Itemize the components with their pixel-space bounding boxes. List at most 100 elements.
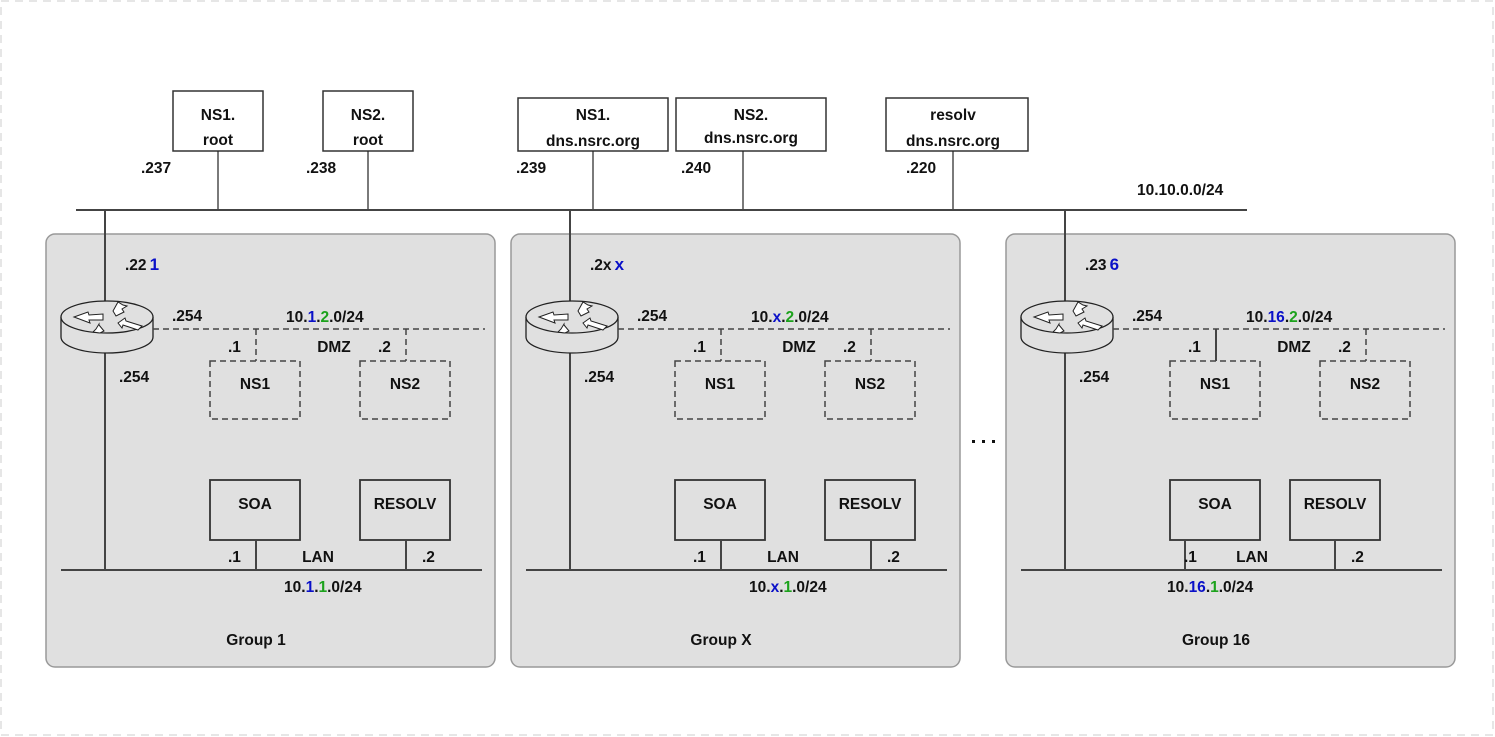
- dmz-host: NS2.2: [1319, 329, 1411, 420]
- dmz-label: DMZ: [782, 339, 816, 356]
- group-background: [1005, 233, 1456, 668]
- backbone-server: resolv dns.nsrc.org .220: [885, 97, 1029, 210]
- dmz-host-box[interactable]: [1319, 360, 1411, 420]
- backbone-server: NS1. dns.nsrc.org .239: [516, 97, 669, 210]
- router-icon[interactable]: [525, 300, 619, 354]
- group-name: Group X: [690, 632, 752, 649]
- net-suffix: .0/24: [1298, 309, 1333, 326]
- server-address: .237: [141, 160, 171, 177]
- net-suffix: .0/24: [327, 579, 362, 596]
- dmz-host-address: .1: [228, 339, 241, 356]
- lan-host-address: .2: [1351, 549, 1364, 566]
- uplink-prefix: .23: [1085, 257, 1107, 274]
- backbone-network-label: 10.10.0.0/24: [1137, 182, 1224, 199]
- lan-host-box[interactable]: [209, 479, 301, 541]
- router-dmz-address: .254: [172, 308, 203, 325]
- net-separator: .: [779, 579, 783, 596]
- dmz-host-address: .1: [693, 339, 706, 356]
- router-lan-address: .254: [119, 369, 150, 386]
- lan-host: SOA.1: [1169, 479, 1261, 570]
- server-name-line1: NS1.: [201, 107, 235, 124]
- lan-host-address: .2: [422, 549, 435, 566]
- server-box[interactable]: [517, 97, 669, 152]
- uplink-group-number: x: [615, 255, 625, 274]
- backbone-server: NS2. root .238: [306, 90, 414, 210]
- net-suffix: .0/24: [1219, 579, 1254, 596]
- lan-host: SOA.1: [209, 479, 301, 570]
- dmz-host-box[interactable]: [824, 360, 916, 420]
- dmz-host-name: NS1: [705, 376, 736, 393]
- server-name-line2: root: [203, 132, 233, 149]
- lan-host-address: .1: [228, 549, 241, 566]
- dmz-host: NS1 .1: [1169, 329, 1261, 420]
- uplink-group-number: 6: [1110, 255, 1119, 274]
- lan-network-label: 10.16.1.0/24: [1167, 579, 1254, 596]
- dmz-host-name: NS1: [240, 376, 271, 393]
- lan-host-name: RESOLV: [839, 496, 902, 513]
- group-background: [45, 233, 496, 668]
- lan-host-name: SOA: [703, 496, 737, 513]
- uplink-prefix: .22: [125, 257, 147, 274]
- lan-network-label: 10.1.1.0/24: [284, 579, 362, 596]
- router-dmz-address: .254: [1132, 308, 1163, 325]
- net-separator: .: [316, 309, 320, 326]
- lan-host: RESOLV .2: [359, 479, 451, 570]
- dmz-host-name: NS2: [390, 376, 420, 393]
- router-icon[interactable]: [60, 300, 154, 354]
- dmz-network-label: 10.1.2.0/24: [286, 309, 364, 326]
- server-address: .239: [516, 160, 547, 177]
- router-icon[interactable]: [1020, 300, 1114, 354]
- dmz-host-box[interactable]: [359, 360, 451, 420]
- lan-host-address: .1: [693, 549, 706, 566]
- backbone-server: NS2. dns.nsrc.org .240: [675, 97, 827, 210]
- lan-host-box[interactable]: [359, 479, 451, 541]
- net-prefix: 10.: [749, 579, 771, 596]
- server-box[interactable]: [172, 90, 264, 152]
- lan-host-name: RESOLV: [374, 496, 437, 513]
- dmz-host-address: .1: [1188, 339, 1201, 356]
- dmz-label: DMZ: [1277, 339, 1311, 356]
- lan-label: LAN: [1236, 549, 1268, 566]
- lan-network-label: 10.x.1.0/24: [749, 579, 827, 596]
- lan-host-box[interactable]: [824, 479, 916, 541]
- lan-host-address: .2: [887, 549, 900, 566]
- lan-label: LAN: [302, 549, 334, 566]
- dmz-host-name: NS1: [1200, 376, 1231, 393]
- lan-host: SOA .1: [674, 479, 766, 570]
- backbone-server: NS1. root .237: [141, 90, 264, 210]
- net-subnet-number: 2: [786, 309, 795, 326]
- lan-host-box[interactable]: [1169, 479, 1261, 541]
- dmz-host-name: NS2: [855, 376, 885, 393]
- dmz-host: NS2.2: [824, 329, 916, 420]
- net-group-number: 16: [1268, 309, 1286, 326]
- server-name-line2: root: [353, 132, 383, 149]
- dmz-host-address: .2: [1338, 339, 1351, 356]
- dmz-host: NS1 .1: [209, 329, 301, 420]
- server-box[interactable]: [675, 97, 827, 152]
- server-name-line1: NS2.: [734, 107, 768, 124]
- net-subnet-number: 1: [784, 579, 793, 596]
- net-separator: .: [1285, 309, 1289, 326]
- net-group-number: x: [773, 309, 782, 326]
- net-group-number: 1: [308, 309, 317, 326]
- net-separator: .: [781, 309, 785, 326]
- net-separator: .: [314, 579, 318, 596]
- router-lan-address: .254: [584, 369, 615, 386]
- net-group-number: x: [771, 579, 780, 596]
- dmz-host-box[interactable]: [674, 360, 766, 420]
- server-name-line1: NS2.: [351, 107, 385, 124]
- dmz-host-box[interactable]: [1169, 360, 1261, 420]
- lan-host-box[interactable]: [674, 479, 766, 541]
- net-suffix: .0/24: [329, 309, 364, 326]
- dmz-network-label: 10.16.2.0/24: [1246, 309, 1333, 326]
- net-suffix: .0/24: [794, 309, 829, 326]
- lan-host-name: SOA: [1198, 496, 1232, 513]
- server-box[interactable]: [885, 97, 1029, 152]
- dmz-host-box[interactable]: [209, 360, 301, 420]
